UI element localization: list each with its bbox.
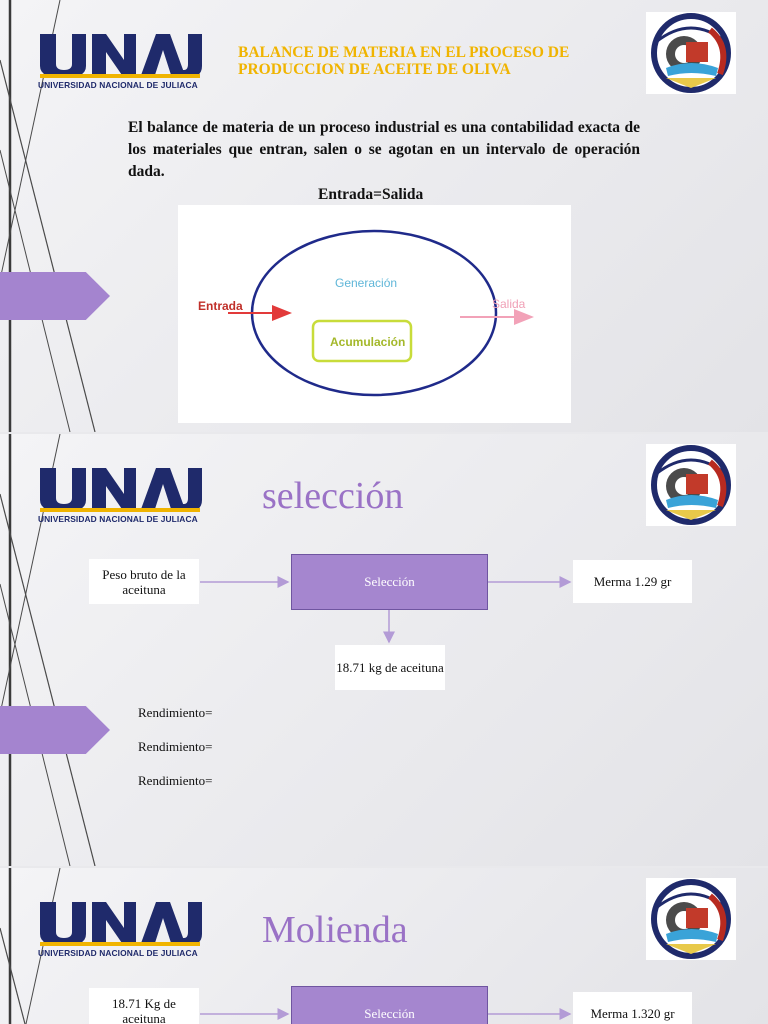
slide-title: BALANCE DE MATERIA EN EL PROCESO DE PROD… [238, 44, 570, 78]
slide-molienda: UNIVERSIDAD NACIONAL DE JULIACA Molienda… [0, 868, 768, 1024]
output-box: 18.71 kg de aceituna [335, 645, 445, 690]
faculty-emblem [646, 878, 736, 960]
university-logo: UNIVERSIDAD NACIONAL DE JULIACA [36, 898, 208, 962]
balance-diagram: Entrada Generación Acumulación Salida [178, 205, 571, 423]
accent-tab [0, 706, 110, 754]
balance-equation: Entrada=Salida [318, 186, 424, 203]
flow-arrows [200, 1008, 572, 1020]
yield-line: Rendimiento= [138, 705, 213, 720]
diagram-generation-label: Generación [335, 276, 397, 290]
flow-arrows [200, 576, 572, 644]
university-logo: UNIVERSIDAD NACIONAL DE JULIACA [36, 464, 208, 528]
input-box: 18.71 Kg de aceituna [89, 988, 199, 1024]
university-name: UNIVERSIDAD NACIONAL DE JULIACA [38, 514, 198, 524]
waste-box: Merma 1.320 gr [573, 992, 692, 1024]
faculty-emblem [646, 444, 736, 526]
slide-title: Molienda [262, 909, 408, 951]
process-box: Selección [291, 986, 488, 1024]
diagram-accumulation-label: Acumulación [330, 335, 405, 349]
yield-line: Rendimiento= [138, 773, 213, 788]
yield-line: Rendimiento= [138, 739, 213, 754]
university-name: UNIVERSIDAD NACIONAL DE JULIACA [38, 80, 198, 90]
definition-paragraph: El balance de materia de un proceso indu… [128, 119, 640, 180]
diagram-output-label: Salida [492, 297, 526, 311]
slide-seleccion: UNIVERSIDAD NACIONAL DE JULIACA selecció… [0, 434, 768, 866]
faculty-emblem [646, 12, 736, 94]
accent-tab [0, 272, 110, 320]
decorative-lines [0, 434, 96, 866]
university-name: UNIVERSIDAD NACIONAL DE JULIACA [38, 948, 198, 958]
slide-title: selección [262, 475, 404, 517]
input-box: Peso bruto de la aceituna [89, 559, 199, 604]
slide-balance: UNIVERSIDAD NACIONAL DE JULIACA BALANCE … [0, 0, 768, 432]
diagram-input-label: Entrada [198, 299, 243, 313]
system-boundary [250, 229, 498, 397]
process-box: Selección [291, 554, 488, 610]
waste-box: Merma 1.29 gr [573, 560, 692, 603]
university-logo: UNIVERSIDAD NACIONAL DE JULIACA [36, 30, 208, 94]
